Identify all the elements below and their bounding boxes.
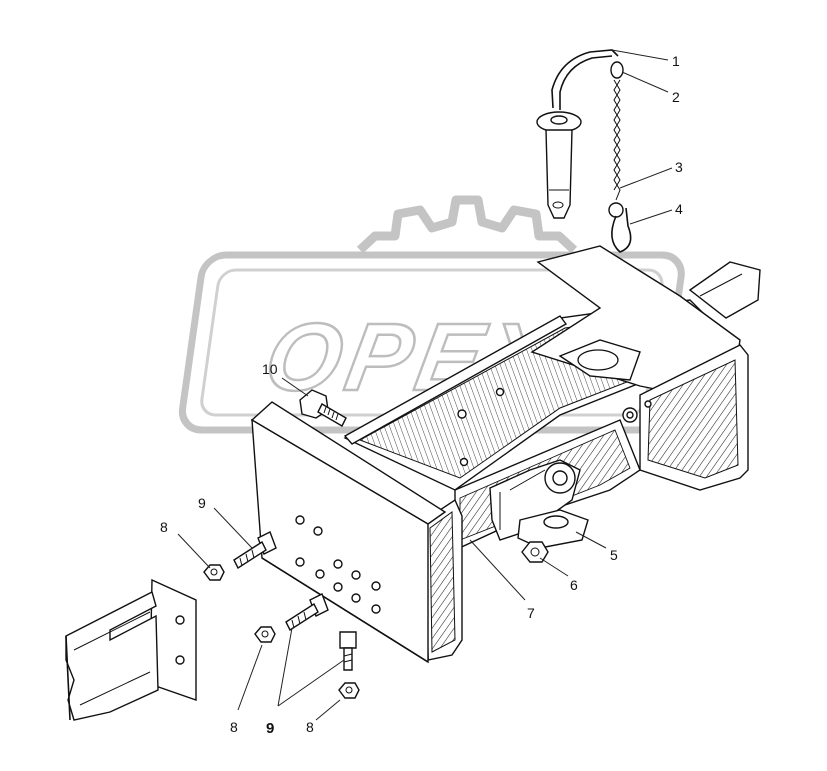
nut-8-right (338, 682, 360, 699)
bolt-9-upper (233, 531, 277, 570)
front-mounting-plate (250, 401, 447, 664)
callout-8-bottom-left: 8 (230, 719, 238, 735)
callout-5: 5 (610, 547, 618, 563)
chain-links (613, 79, 621, 201)
callout-labels: 1 2 3 4 5 6 7 8 8 8 9 9 10 (160, 53, 683, 737)
plate-bolt-holes (295, 515, 381, 614)
callout-9-lower: 9 (266, 720, 274, 737)
callout-1: 1 (672, 53, 680, 69)
bolt-9-lower (285, 593, 329, 632)
callout-10: 10 (262, 361, 278, 377)
callout-8-left: 8 (160, 519, 168, 535)
callout-3: 3 (675, 159, 683, 175)
callout-4: 4 (675, 201, 683, 217)
chain-assembly (608, 61, 632, 253)
bolt-10 (299, 389, 347, 427)
nut-6 (521, 541, 549, 563)
callout-7: 7 (527, 605, 535, 621)
callout-6: 6 (570, 577, 578, 593)
callout-8-bottom-right: 8 (306, 719, 314, 735)
frame-channel (65, 578, 197, 721)
callout-9-upper: 9 (198, 495, 206, 511)
callout-2: 2 (672, 89, 680, 105)
hitch-clevis (489, 459, 589, 549)
leader-lines (177, 49, 673, 721)
bolt-vertical (339, 631, 357, 671)
watermark-gear-icon (356, 195, 578, 254)
hitch-beam (343, 245, 761, 661)
nut-8-mid (254, 626, 276, 643)
hitch-pin (536, 49, 619, 219)
nut-8-left (203, 564, 225, 581)
